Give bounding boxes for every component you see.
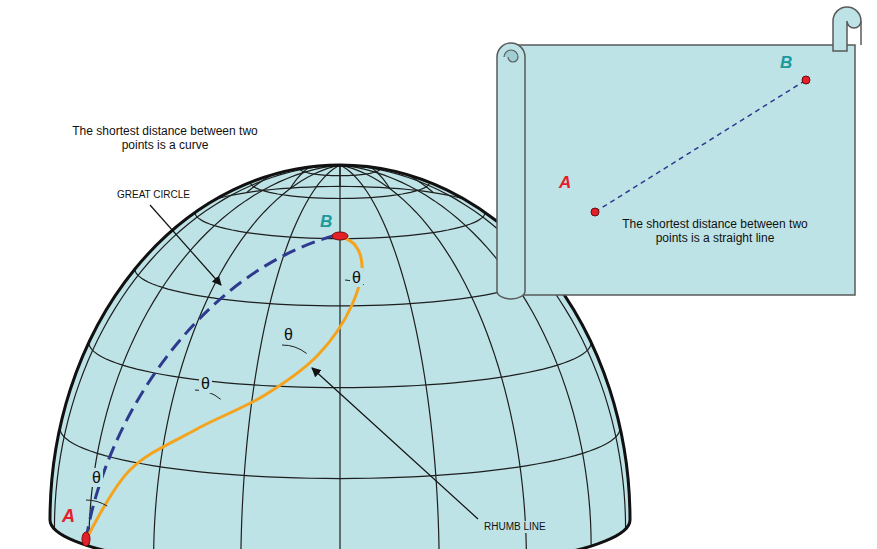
leader-line bbox=[312, 368, 478, 519]
angle-label: θ bbox=[350, 268, 363, 287]
meridian-line bbox=[339, 165, 340, 549]
callout-label: GREAT CIRCLE bbox=[117, 189, 190, 201]
angle-arc bbox=[86, 500, 107, 506]
meridian-line bbox=[340, 165, 439, 549]
angle-label: θ bbox=[282, 325, 295, 344]
angle-label: θ bbox=[90, 468, 103, 487]
angle-label: θ bbox=[199, 374, 212, 393]
point-marker bbox=[802, 76, 810, 84]
scroll-curl bbox=[833, 7, 861, 51]
point-label: A bbox=[559, 173, 571, 193]
point-a-marker bbox=[82, 532, 90, 546]
scroll-shape: B A The shortest distance between two poin… bbox=[497, 45, 857, 300]
point-label: A bbox=[60, 506, 77, 528]
scroll-curl bbox=[860, 21, 862, 45]
caption-text: The shortest distance between two points… bbox=[615, 217, 815, 246]
angle-arc bbox=[282, 345, 307, 353]
meridian-line bbox=[197, 165, 340, 208]
meridian-line bbox=[214, 164, 340, 199]
meridian-line bbox=[340, 164, 466, 199]
scroll-outline bbox=[497, 45, 857, 300]
leader-line bbox=[150, 205, 221, 285]
point-b-marker bbox=[332, 232, 348, 240]
meridian-line bbox=[54, 165, 340, 529]
scroll-roll bbox=[504, 50, 518, 62]
point-label: B bbox=[780, 53, 792, 73]
great-circle-path bbox=[86, 234, 340, 540]
meridian-line bbox=[89, 165, 340, 546]
meridian-line bbox=[340, 165, 483, 208]
rhumb-line-path bbox=[86, 236, 362, 540]
straight-line bbox=[595, 80, 806, 212]
point-marker bbox=[591, 208, 599, 216]
scroll-body bbox=[517, 45, 855, 295]
scroll-roll bbox=[497, 43, 525, 299]
point-label: B bbox=[318, 212, 334, 232]
meridian-line bbox=[241, 165, 340, 549]
callout-label: RHUMB LINE bbox=[482, 521, 548, 533]
note-text: The shortest distance between two points… bbox=[58, 124, 272, 153]
